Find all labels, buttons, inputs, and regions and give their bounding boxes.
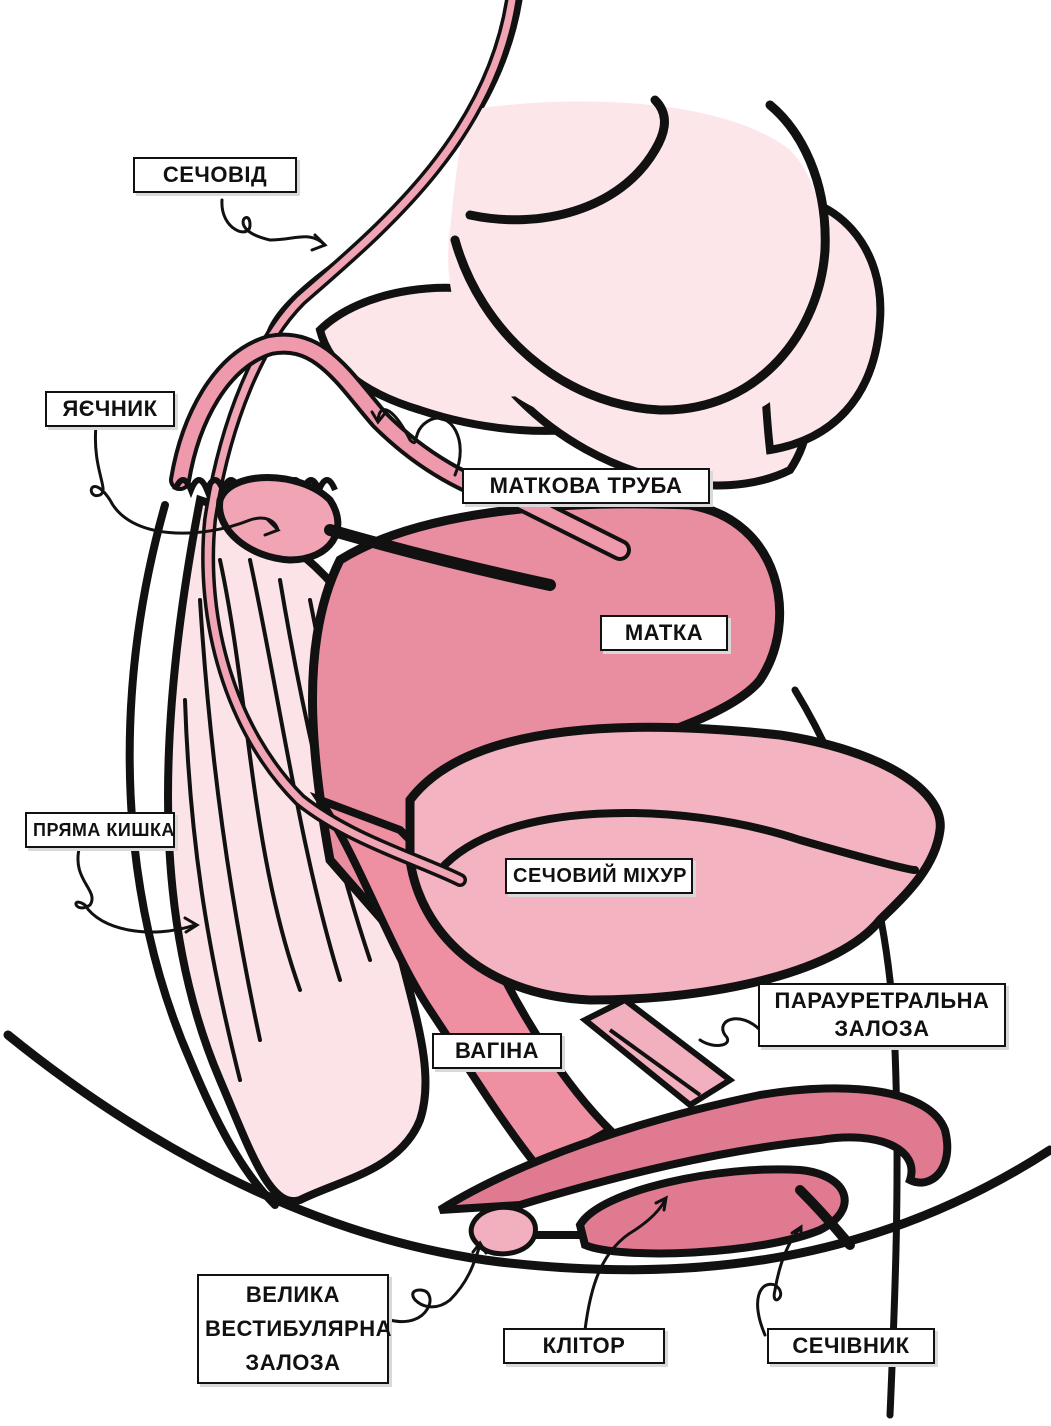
label-paraurethral-line-1: ПАРАУРЕТРАЛЬНА — [766, 987, 998, 1015]
label-clitoris-text: КЛІТОР — [543, 1333, 626, 1358]
label-uterus-text: МАТКА — [625, 620, 703, 645]
label-ovary-text: ЯЄЧНИК — [62, 396, 157, 421]
label-bartholin-line-1: ВЕЛИКА — [205, 1278, 381, 1312]
bartholin-gland — [471, 1207, 580, 1254]
label-vagina: ВАГІНА — [432, 1033, 562, 1069]
label-uterus: МАТКА — [600, 615, 728, 651]
label-paraurethral-line-2: ЗАЛОЗА — [766, 1015, 998, 1043]
label-clitoris: КЛІТОР — [503, 1328, 665, 1364]
arrow-ureter — [222, 200, 325, 245]
label-urethra: СЕЧІВНИК — [767, 1328, 935, 1364]
label-vagina-text: ВАГІНА — [455, 1038, 539, 1063]
label-ovary: ЯЄЧНИК — [45, 391, 175, 427]
arrow-paraurethral — [700, 1019, 760, 1046]
label-ureter-text: СЕЧОВІД — [163, 162, 267, 187]
label-rectum-text: ПРЯМА КИШКА — [33, 820, 175, 840]
label-bladder-text: СЕЧОВИЙ МІХУР — [513, 865, 687, 887]
label-urethra-text: СЕЧІВНИК — [792, 1333, 909, 1358]
label-bartholin-line-2: ВЕСТИБУЛЯРНА — [205, 1312, 381, 1346]
label-bartholin-gland: ВЕЛИКА ВЕСТИБУЛЯРНА ЗАЛОЗА — [197, 1274, 389, 1384]
label-rectum: ПРЯМА КИШКА — [25, 812, 175, 848]
label-fallopian-tube-text: МАТКОВА ТРУБА — [490, 473, 683, 498]
label-bladder: СЕЧОВИЙ МІХУР — [505, 858, 693, 894]
label-bartholin-line-3: ЗАЛОЗА — [205, 1346, 381, 1380]
label-fallopian-tube: МАТКОВА ТРУБА — [462, 468, 710, 504]
bowel-main — [448, 101, 826, 432]
label-ureter: СЕЧОВІД — [133, 157, 297, 193]
label-paraurethral-gland: ПАРАУРЕТРАЛЬНА ЗАЛОЗА — [758, 983, 1006, 1047]
paraurethral-gland — [585, 1000, 730, 1105]
